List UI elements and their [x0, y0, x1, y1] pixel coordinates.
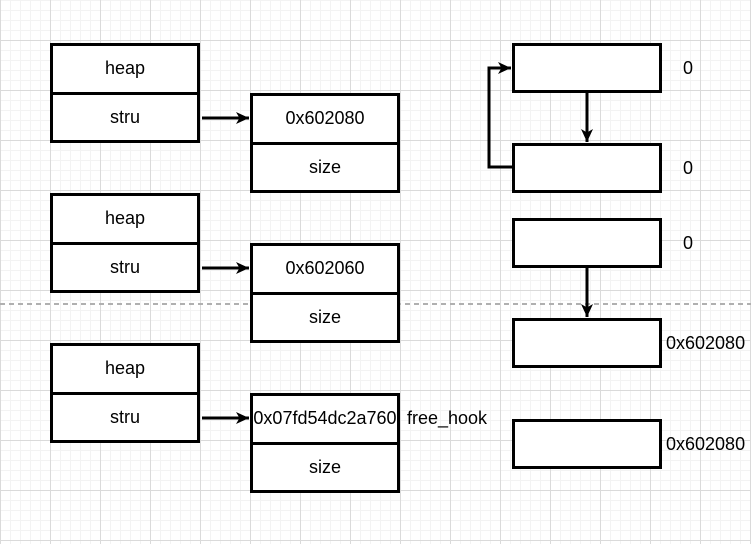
chunk-address-cell: 0x07fd54dc2a760 [253, 396, 397, 445]
bin-value-label-2: 0 [683, 157, 694, 178]
stru-cell: stru [109, 106, 140, 127]
chunk-address-cell: 0x602060 [253, 246, 397, 295]
heap-cell: heap [53, 346, 197, 395]
stru-cell: stru [109, 256, 140, 277]
chunk-1: 0x602080 size [250, 93, 400, 193]
chunk-address-cell: 0x602080 [253, 96, 397, 145]
chunk-size-cell: size [308, 306, 341, 327]
bin-box-3 [512, 218, 662, 268]
chunk-size-cell: size [308, 456, 341, 477]
heap-struct-2: heap stru [50, 193, 200, 293]
bin-box-2 [512, 143, 662, 193]
heap-cell: heap [53, 46, 197, 95]
chunk-3: 0x07fd54dc2a760 size [250, 393, 400, 493]
heap-struct-3: heap stru [50, 343, 200, 443]
chunk-2: 0x602060 size [250, 243, 400, 343]
bin-value-label-5: 0x602080 [666, 433, 746, 454]
bin-value-label-3: 0 [683, 232, 694, 253]
arrow-bin2-loopback-to-bin1 [487, 62, 512, 169]
bin-box-1 [512, 43, 662, 93]
heap-struct-1: heap stru [50, 43, 200, 143]
bin-box-5 [512, 419, 662, 469]
chunk-size-cell: size [308, 156, 341, 177]
heap-cell: heap [53, 196, 197, 245]
bin-value-label-4: 0x602080 [666, 332, 746, 353]
bin-value-label-1: 0 [683, 57, 694, 78]
bin-box-4 [512, 318, 662, 368]
stru-cell: stru [109, 406, 140, 427]
free-hook-label: free_hook [407, 407, 488, 428]
